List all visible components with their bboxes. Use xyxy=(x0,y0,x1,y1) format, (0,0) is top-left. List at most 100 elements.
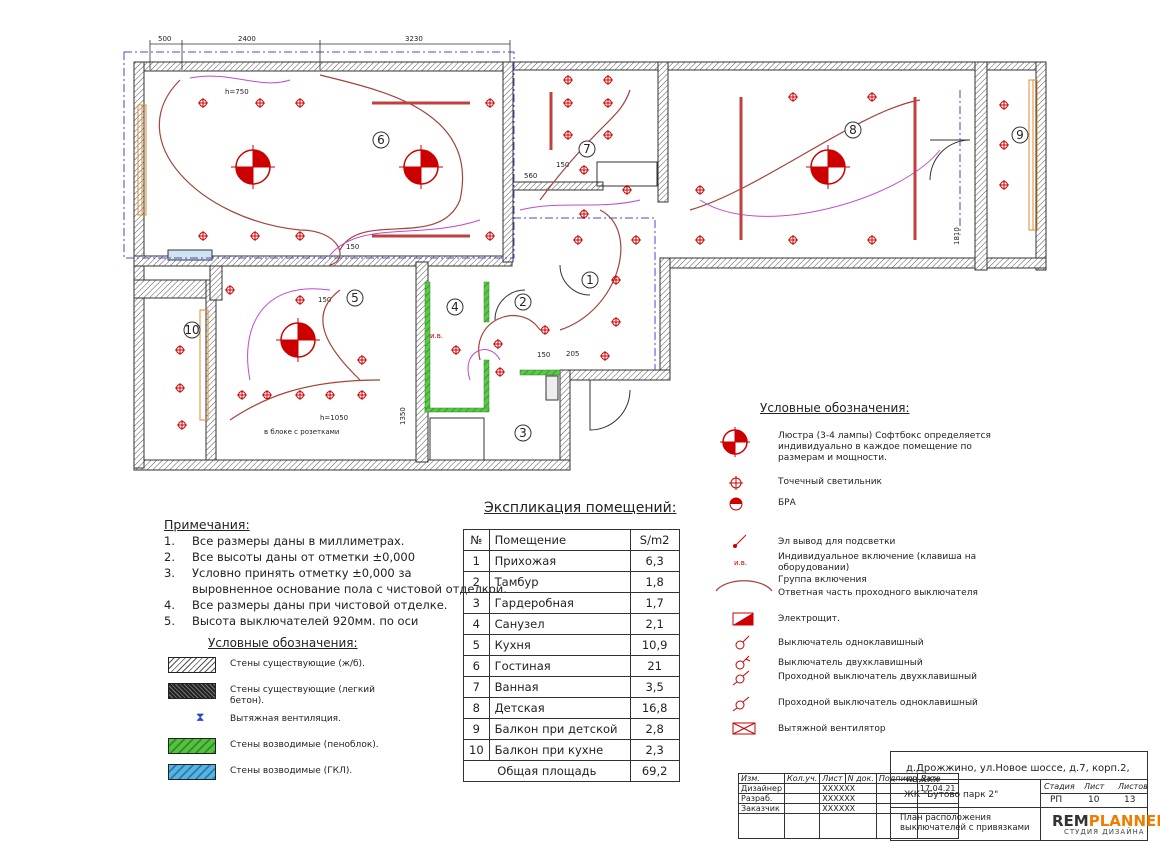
room-number: 3 xyxy=(514,424,532,442)
spot-light xyxy=(237,390,247,400)
legend-swatch: ⧗ xyxy=(168,711,216,728)
dim-500: 500 xyxy=(158,35,171,43)
dim-150-d: 150 xyxy=(556,161,569,169)
table-cell: Гостиная xyxy=(488,655,631,677)
floor-plan: 500 2400 3230 h=750 h=1050 560 150 150 1… xyxy=(123,35,1047,471)
spot-light xyxy=(999,180,1009,190)
spot-light xyxy=(603,98,613,108)
label-block-sockets: в блоке с розетками xyxy=(264,428,339,436)
legend-right-item: Выключатель двухклавишный xyxy=(735,655,1008,670)
logo: REMPLANNER xyxy=(1052,812,1160,830)
legend-label: Эл вывод для подсветки xyxy=(778,537,896,547)
legend-label: Индивидуальное включение (клавиша на обо… xyxy=(778,552,977,573)
stamp-divider-4 xyxy=(1040,807,1041,841)
legend-label: Точечный светильник xyxy=(778,477,882,487)
spot-light xyxy=(603,130,613,140)
note-number: 2. xyxy=(164,550,175,564)
note-text: Условно принять отметку ±0,000 за xyxy=(192,566,412,580)
dimension-lines xyxy=(149,40,511,70)
stamp-column-header: Лист xyxy=(819,773,846,784)
legend-right-item: Проходной выключатель двухклавишный xyxy=(732,670,1008,686)
spot-light xyxy=(788,92,798,102)
note-number: 5. xyxy=(164,614,175,628)
spot-light xyxy=(495,367,505,377)
stamp-sheet-value: 10 xyxy=(1088,795,1100,805)
stamp-signer-1: ХХХХХХ xyxy=(819,793,877,804)
legend-right-item: Группа включения xyxy=(715,575,1008,592)
room-number-label: 1 xyxy=(586,273,594,287)
legend-label: Выключатель двухклавишный xyxy=(778,658,923,668)
note-item: 2.Все высоты даны от отметки ±0,000 xyxy=(164,549,507,565)
room-number-label: 3 xyxy=(519,426,527,440)
switch-groups xyxy=(158,74,921,421)
exp-header-room: Помещение xyxy=(488,529,631,551)
spot-light xyxy=(563,75,573,85)
note-text: выровненное основание пола с чистовой от… xyxy=(192,582,507,596)
stamp-stage-value: РП xyxy=(1050,795,1063,805)
table-cell: 6,3 xyxy=(629,550,680,572)
note-number: 1. xyxy=(164,534,175,548)
chandeliers xyxy=(231,145,850,362)
stamp-column-header: N док. xyxy=(844,773,877,784)
stamp-column-header: Изм. xyxy=(737,773,786,784)
legend-right-item: Проходной выключатель одноклавишный xyxy=(732,696,1008,712)
spot-light xyxy=(262,390,272,400)
table-cell: Прихожая xyxy=(488,550,631,572)
spot-light xyxy=(357,355,367,365)
spot-light xyxy=(867,92,877,102)
table-cell: Ванная xyxy=(488,676,631,698)
room-number: 2 xyxy=(514,293,532,311)
legend-label: Стены возводимые (ГКЛ). xyxy=(230,766,353,776)
note-item: 1.Все размеры даны в миллиметрах. xyxy=(164,533,507,549)
room-number: 10 xyxy=(183,321,201,339)
spot-light xyxy=(579,165,589,175)
legend-right-item: Ответная часть проходного выключателя xyxy=(778,588,1008,599)
legend-right-item: Точечный светильник xyxy=(729,476,1008,490)
table-cell: 2,3 xyxy=(629,739,680,761)
note-item: 5.Высота выключателей 920мм. по оси xyxy=(164,613,507,629)
table-cell: 3 xyxy=(463,592,490,614)
legend-right-item: Выключатель одноклавишный xyxy=(735,635,1008,650)
spot-light xyxy=(295,98,305,108)
legend-right-item: БРА xyxy=(729,497,1008,511)
stamp-role-2: Заказчик xyxy=(737,803,786,814)
spot-light xyxy=(999,140,1009,150)
table-cell: 4 xyxy=(463,613,490,635)
explication-title: Экспликация помещений: xyxy=(484,500,677,516)
dim-1350: 1350 xyxy=(399,407,407,425)
notes-list: 1.Все размеры даны в миллиметрах.2.Все в… xyxy=(164,533,507,629)
dim-2400: 2400 xyxy=(238,35,256,43)
spot-light xyxy=(611,317,621,327)
table-cell: 2,1 xyxy=(629,613,680,635)
spot-light xyxy=(255,98,265,108)
spot-light xyxy=(540,325,550,335)
legend-label: Люстра (3-4 лампы) Софтбокс определяется… xyxy=(778,431,991,463)
legend-label: Проходной выключатель одноклавишный xyxy=(778,698,978,708)
dim-205: 205 xyxy=(566,350,579,358)
spot-light xyxy=(485,231,495,241)
exp-header-area: S/m2 xyxy=(629,529,680,551)
dim-150-a: 150 xyxy=(346,243,359,251)
room-number-label: 7 xyxy=(583,142,591,156)
panel-lines xyxy=(123,51,961,370)
dim-150-b: 150 xyxy=(318,296,331,304)
table-cell: 6 xyxy=(463,655,490,677)
legend-label: Стены существующие (ж/б). xyxy=(230,659,365,669)
spot-light xyxy=(198,98,208,108)
stamp-sheet-title: План расположения выключателей с привязк… xyxy=(900,813,1030,833)
spot-light xyxy=(225,285,235,295)
notes: Примечания: 1.Все размеры даны в миллиме… xyxy=(164,517,507,629)
legend-label: Ответная часть проходного выключателя xyxy=(778,588,978,598)
spot-light xyxy=(788,235,798,245)
note-number: 4. xyxy=(164,598,175,612)
note-number: 3. xyxy=(164,566,175,580)
room-number: 7 xyxy=(578,140,596,158)
spot-light xyxy=(579,209,589,219)
title-block-right xyxy=(890,751,1148,841)
exp-header-num: № xyxy=(463,529,490,551)
table-cell: 7 xyxy=(463,676,490,698)
spot-light xyxy=(175,383,185,393)
